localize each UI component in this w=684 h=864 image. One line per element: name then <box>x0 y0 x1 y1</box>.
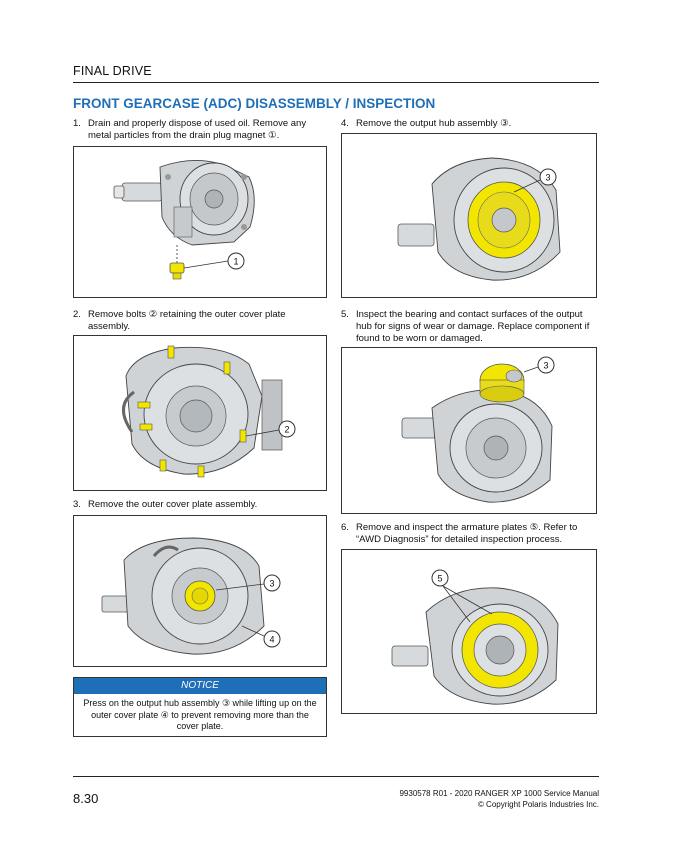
callout-1: 1 <box>227 252 245 270</box>
step-3-number: 3. <box>73 499 81 510</box>
step-5-text: Inspect the bearing and contact surfaces… <box>356 309 590 344</box>
footer-copyright: © Copyright Polaris Industries Inc. <box>477 800 599 809</box>
callout-5: 5 <box>431 569 449 587</box>
callout-2: 2 <box>278 420 296 438</box>
notice-box: NOTICE Press on the output hub assembly … <box>73 677 327 737</box>
figure-output-hub: 3 <box>341 133 597 298</box>
page-title: FRONT GEARCASE (ADC) DISASSEMBLY / INSPE… <box>73 96 436 111</box>
callout-hub-lifted-label: 3 <box>543 361 548 371</box>
step-2-number: 2. <box>73 309 81 320</box>
callout-2-label: 2 <box>284 425 289 435</box>
callout-1-label: 1 <box>233 257 238 267</box>
section-header: FINAL DRIVE <box>73 64 152 78</box>
step-6-text: Remove and inspect the armature plates ⑤… <box>356 522 578 545</box>
callout-hub-lifted: 3 <box>537 356 555 374</box>
gearcase-bolts-illustration: 2 <box>122 345 296 478</box>
notice-text: Press on the output hub assembly ③ while… <box>83 698 317 731</box>
figure-armature-plates: 5 <box>341 549 597 714</box>
step-3-text: Remove the outer cover plate assembly. <box>88 499 258 510</box>
figure-hub-inspection: 3 <box>341 347 597 514</box>
figure-drain-plug: 1 <box>73 146 327 298</box>
footer-info: 9930578 R01 - 2020 RANGER XP 1000 Servic… <box>399 788 599 810</box>
step-5-number: 5. <box>341 309 349 320</box>
hub-inspection-illustration: 3 <box>401 356 555 503</box>
callout-4-label: 4 <box>269 635 274 645</box>
callout-5-label: 5 <box>437 574 442 584</box>
armature-plates-illustration: 5 <box>391 569 559 705</box>
callout-3: 3 <box>263 574 281 592</box>
output-hub-illustration: 3 <box>397 157 561 281</box>
gearcase-drain-illustration: 1 <box>113 160 255 280</box>
header-rule <box>73 82 599 83</box>
step-1-number: 1. <box>73 118 81 129</box>
page-number: 8.30 <box>73 791 99 806</box>
callout-3-label: 3 <box>269 579 274 589</box>
step-6-number: 6. <box>341 522 349 533</box>
callout-output-hub: 3 <box>539 168 557 186</box>
notice-title: NOTICE <box>74 678 326 694</box>
footer-rule <box>73 776 599 777</box>
figure-outer-cover: 3 4 <box>73 515 327 667</box>
footer-doc-line: 9930578 R01 - 2020 RANGER XP 1000 Servic… <box>399 789 599 798</box>
step-4-text: Remove the output hub assembly ③. <box>356 118 512 129</box>
callout-output-hub-label: 3 <box>545 173 550 183</box>
callout-4: 4 <box>263 630 281 648</box>
figure-cover-bolts: 2 <box>73 335 327 491</box>
gearcase-cover-illustration: 3 4 <box>101 537 281 655</box>
step-2-text: Remove bolts ② retaining the outer cover… <box>88 309 286 332</box>
step-4-number: 4. <box>341 118 349 129</box>
step-1-text: Drain and properly dispose of used oil. … <box>88 118 307 141</box>
